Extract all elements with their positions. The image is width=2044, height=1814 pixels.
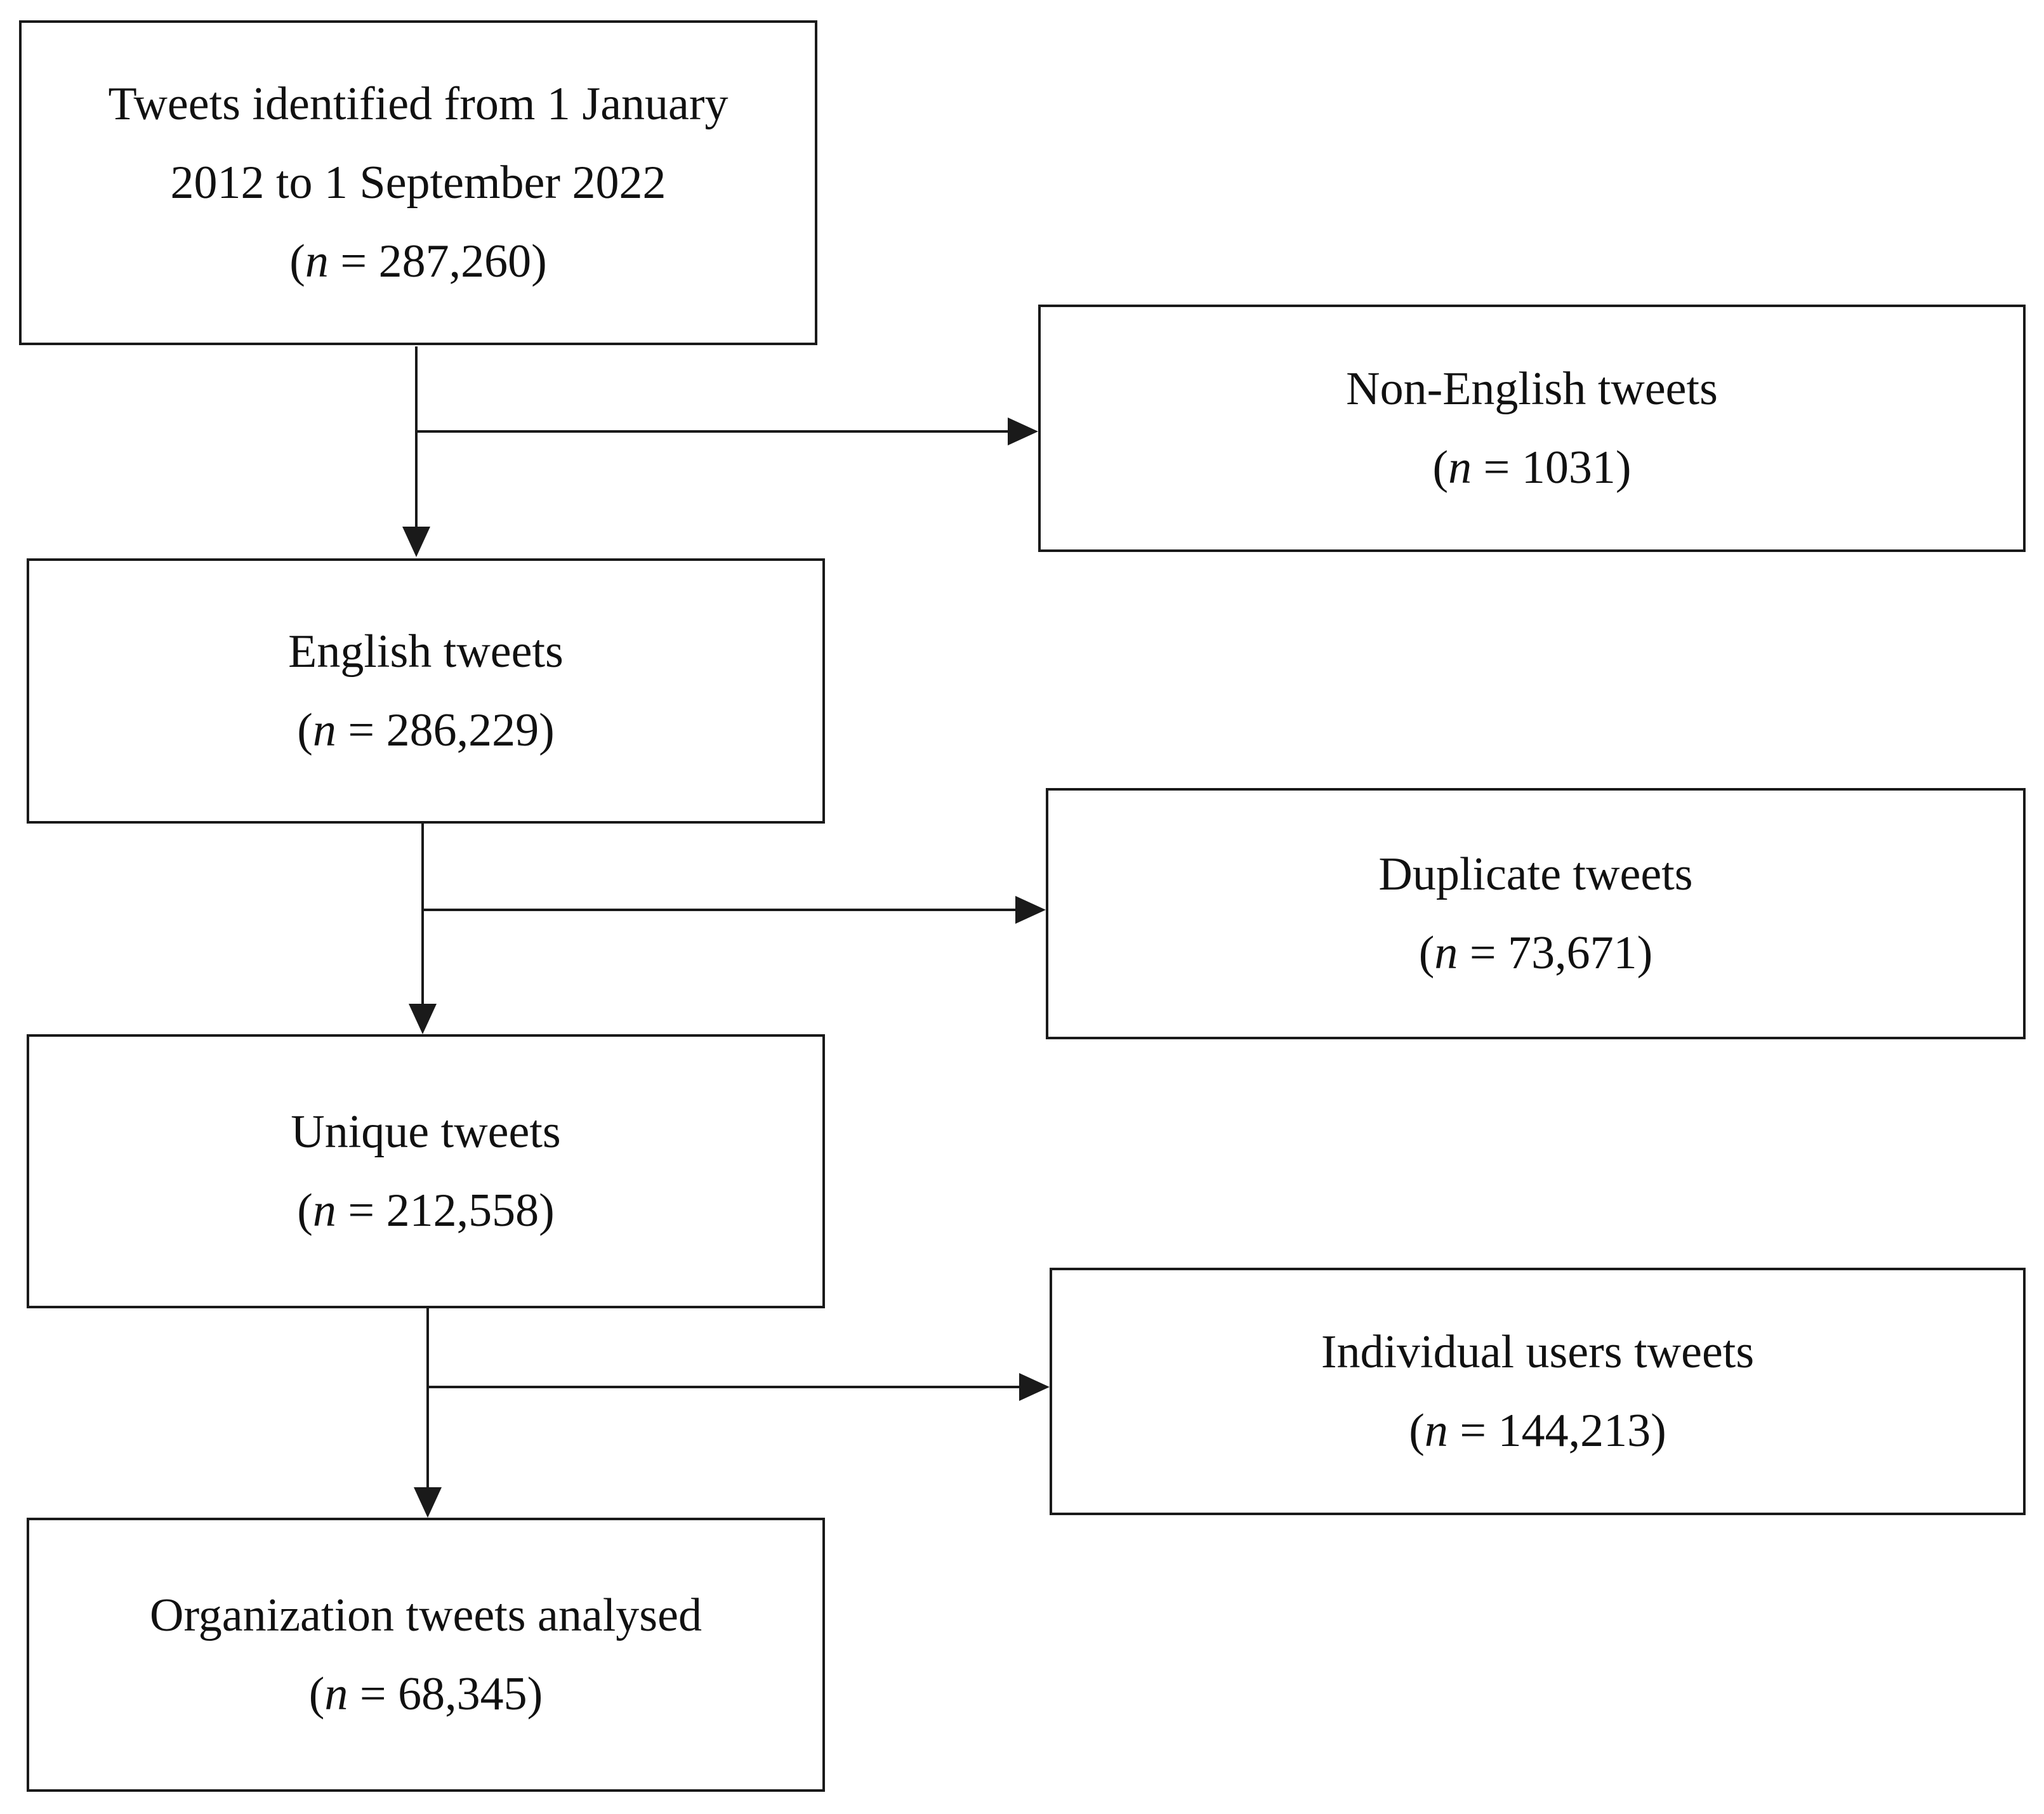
arrowhead-down-english xyxy=(402,527,430,557)
n-symbol: n xyxy=(305,235,329,287)
box-organization-tweets-analysed-count: (n = 68,345) xyxy=(308,1668,543,1720)
box-individual-users-tweets: Individual users tweets (n = 144,213) xyxy=(1050,1268,2026,1515)
n-symbol: n xyxy=(312,704,336,756)
box-tweets-identified-label-line1: Tweets identified from 1 January xyxy=(108,78,729,130)
arrowhead-right-non-english xyxy=(1008,417,1038,445)
n-symbol: n xyxy=(1424,1405,1448,1457)
box-tweets-identified: Tweets identified from 1 January 2012 to… xyxy=(19,20,817,345)
box-duplicate-tweets-label: Duplicate tweets xyxy=(1378,848,1693,900)
count-value: 287,260 xyxy=(378,235,532,287)
box-tweets-identified-label-line2: 2012 to 1 September 2022 xyxy=(170,157,666,209)
box-unique-tweets-count: (n = 212,558) xyxy=(297,1185,555,1237)
box-duplicate-tweets-count: (n = 73,671) xyxy=(1418,927,1653,979)
count-value: 68,345 xyxy=(398,1668,527,1720)
box-non-english-tweets: Non-English tweets (n = 1031) xyxy=(1038,305,2026,552)
box-english-tweets-count: (n = 286,229) xyxy=(297,704,555,756)
box-individual-users-tweets-label: Individual users tweets xyxy=(1321,1326,1755,1378)
count-value: 144,213 xyxy=(1498,1405,1651,1457)
n-symbol: n xyxy=(312,1185,336,1237)
count-value: 73,671 xyxy=(1508,927,1637,979)
box-duplicate-tweets: Duplicate tweets (n = 73,671) xyxy=(1046,788,2026,1039)
box-organization-tweets-analysed: Organization tweets analysed (n = 68,345… xyxy=(27,1518,825,1792)
arrowhead-right-individual xyxy=(1019,1373,1050,1401)
box-non-english-tweets-label: Non-English tweets xyxy=(1346,363,1718,415)
n-symbol: n xyxy=(324,1668,348,1720)
n-symbol: n xyxy=(1448,442,1472,494)
n-symbol: n xyxy=(1434,927,1458,979)
box-organization-tweets-analysed-label: Organization tweets analysed xyxy=(150,1589,702,1641)
box-individual-users-tweets-count: (n = 144,213) xyxy=(1409,1405,1666,1457)
arrowhead-right-duplicate xyxy=(1015,896,1046,924)
box-english-tweets-label: English tweets xyxy=(288,626,564,678)
box-english-tweets: English tweets (n = 286,229) xyxy=(27,558,825,824)
box-unique-tweets-label: Unique tweets xyxy=(291,1106,561,1158)
count-value: 286,229 xyxy=(386,704,539,756)
count-value: 212,558 xyxy=(386,1185,539,1237)
box-tweets-identified-count: (n = 287,260) xyxy=(289,235,547,287)
box-unique-tweets: Unique tweets (n = 212,558) xyxy=(27,1034,825,1308)
arrowhead-down-organization xyxy=(414,1487,442,1518)
arrowhead-down-unique xyxy=(409,1004,437,1034)
count-value: 1031 xyxy=(1521,442,1616,494)
box-non-english-tweets-count: (n = 1031) xyxy=(1432,442,1632,494)
